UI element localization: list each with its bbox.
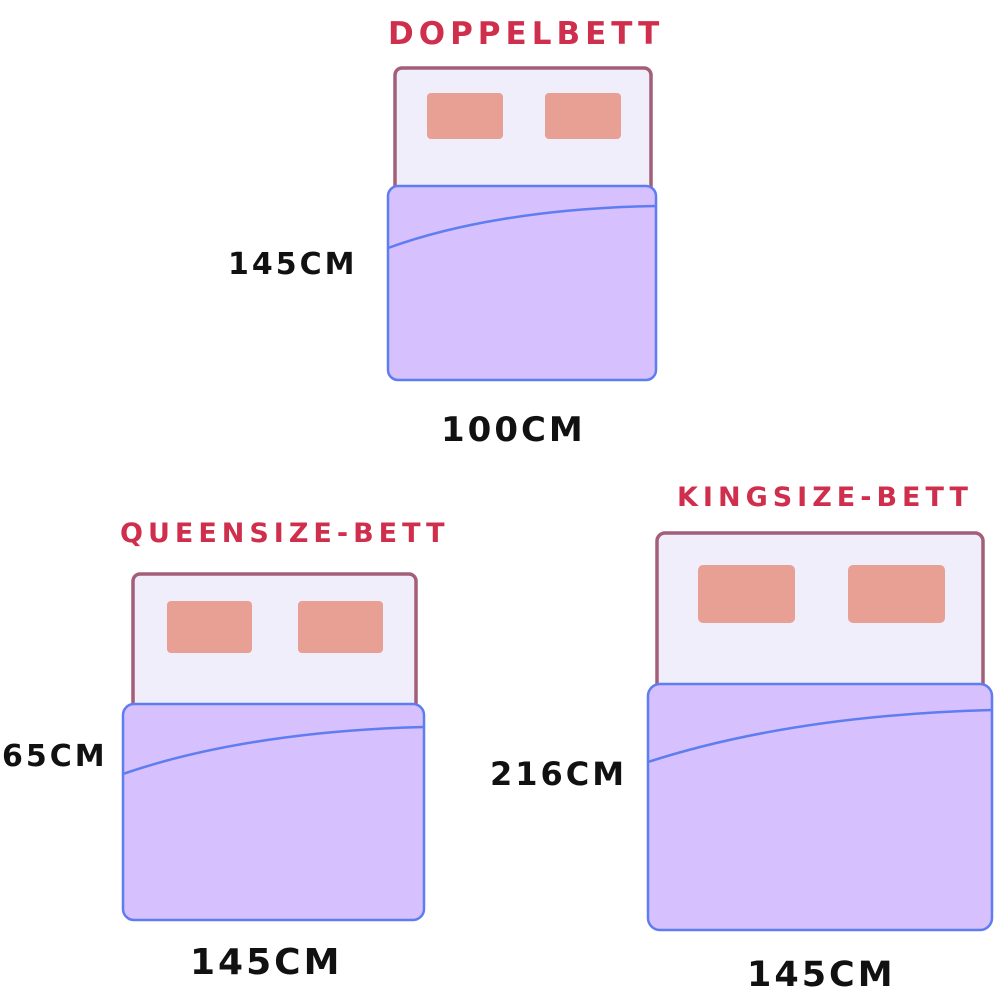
queen-bed-graphic <box>121 572 426 922</box>
double-bed-title: DOPPELBETT <box>388 16 665 52</box>
king-bed-blanket <box>646 682 994 932</box>
queen-bed-side-label: 65CM <box>2 739 108 774</box>
queen-bed-blanket-fold <box>122 725 425 776</box>
queen-bed-pillow-left <box>167 601 252 653</box>
double-bed-illustration <box>384 64 660 384</box>
queen-bed-bottom-label: 145CM <box>190 942 343 983</box>
king-bed-graphic <box>646 531 994 932</box>
double-bed-pillow-right <box>545 93 621 139</box>
queen-bed-pillow-right <box>298 601 383 653</box>
double-bed-graphic <box>386 66 658 382</box>
double-bed-blanket <box>386 184 658 382</box>
king-bed-pillow-right <box>848 565 945 623</box>
king-bed-blanket-fold <box>647 708 993 764</box>
double-bed-pillow-left <box>427 93 503 139</box>
king-bed-title: KINGSIZE-BETT <box>677 482 973 513</box>
king-bed-pillow-left <box>698 565 795 623</box>
queen-bed-illustration <box>120 570 427 924</box>
king-bed-side-label: 216CM <box>490 755 628 793</box>
king-bed-bottom-label: 145CM <box>747 955 896 995</box>
double-bed-side-label: 145CM <box>228 247 358 282</box>
double-bed-blanket-fold <box>387 204 657 250</box>
queen-bed-blanket <box>121 702 426 922</box>
queen-bed-title: QUEENSIZE-BETT <box>120 518 450 549</box>
king-bed-illustration <box>645 528 995 934</box>
double-bed-bottom-label: 100CM <box>441 410 586 450</box>
